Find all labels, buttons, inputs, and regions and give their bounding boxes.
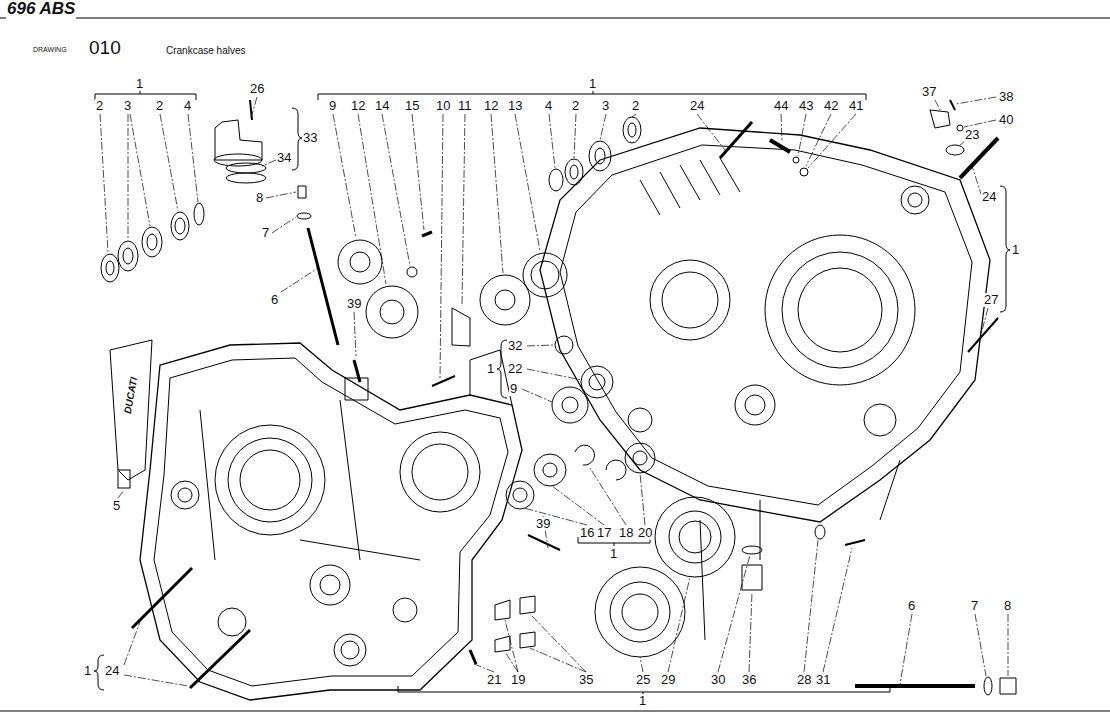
drawing-number: 010	[88, 38, 122, 59]
callout-number: 28	[796, 673, 812, 687]
callout-number: 2	[631, 99, 640, 113]
callout-number: 2	[155, 99, 164, 113]
callout-number: 3	[123, 99, 132, 113]
callout-number: 1	[135, 77, 144, 91]
callout-number: 35	[578, 673, 594, 687]
callout-number: 14	[374, 99, 390, 113]
callout-number: 8	[1003, 599, 1012, 613]
callout-number: 41	[848, 99, 864, 113]
callout-number: 2	[571, 99, 580, 113]
callout-number: 9	[328, 99, 337, 113]
callout-number: 1	[83, 664, 92, 678]
callout-number: 12	[350, 99, 366, 113]
callout-number: 2	[95, 99, 104, 113]
callout-number: 16	[579, 526, 595, 540]
callout-number: 34	[276, 151, 292, 165]
callout-number: 39	[535, 517, 551, 531]
callout-number: 10	[435, 99, 451, 113]
callout-number: 1	[638, 694, 647, 708]
callout-number: 5	[112, 499, 121, 513]
drawing-tag: DRAWING	[32, 46, 68, 54]
callout-number: 44	[773, 99, 789, 113]
callout-number: 18	[618, 526, 634, 540]
callout-number: 12	[483, 99, 499, 113]
callout-number: 37	[921, 85, 937, 99]
callout-number: 6	[907, 599, 916, 613]
callout-number: 30	[710, 673, 726, 687]
callout-number: 24	[981, 190, 997, 204]
callout-number: 43	[798, 99, 814, 113]
callout-number: 40	[998, 113, 1014, 127]
callout-number: 42	[823, 99, 839, 113]
callout-number: 38	[998, 90, 1014, 104]
callout-number: 27	[983, 293, 999, 307]
drawing-title: Crankcase halves	[165, 45, 246, 56]
callout-number: 20	[637, 526, 653, 540]
callout-number: 36	[741, 673, 757, 687]
callout-number: 32	[507, 339, 523, 353]
callout-number: 1	[609, 547, 618, 561]
callout-number: 21	[486, 673, 502, 687]
callout-number: 7	[261, 226, 270, 240]
callout-number: 23	[964, 128, 980, 142]
callout-number: 7	[970, 599, 979, 613]
callout-number: 1	[486, 362, 495, 376]
callout-number: 13	[507, 99, 523, 113]
callout-number: 19	[510, 673, 526, 687]
callout-number: 6	[270, 293, 279, 307]
callout-number: 26	[249, 82, 265, 96]
callout-number: 3	[601, 99, 610, 113]
callout-number: 4	[183, 99, 192, 113]
callout-number: 1	[588, 77, 597, 91]
callout-number: 15	[404, 99, 420, 113]
callout-number: 4	[544, 99, 553, 113]
callout-number: 11	[457, 99, 473, 113]
callout-number: 24	[104, 664, 120, 678]
callout-number: 33	[302, 131, 318, 145]
callout-number: 39	[346, 297, 362, 311]
callout-number: 1	[1011, 243, 1020, 257]
callout-number: 22	[507, 362, 523, 376]
callout-number: 17	[596, 526, 612, 540]
callout-number: 25	[635, 673, 651, 687]
model-name: 696 ABS	[6, 0, 76, 19]
callout-number: 24	[689, 99, 705, 113]
callout-number: 9	[509, 382, 518, 396]
callout-number: 8	[255, 191, 264, 205]
callout-number: 29	[660, 673, 676, 687]
callout-number: 31	[815, 673, 831, 687]
